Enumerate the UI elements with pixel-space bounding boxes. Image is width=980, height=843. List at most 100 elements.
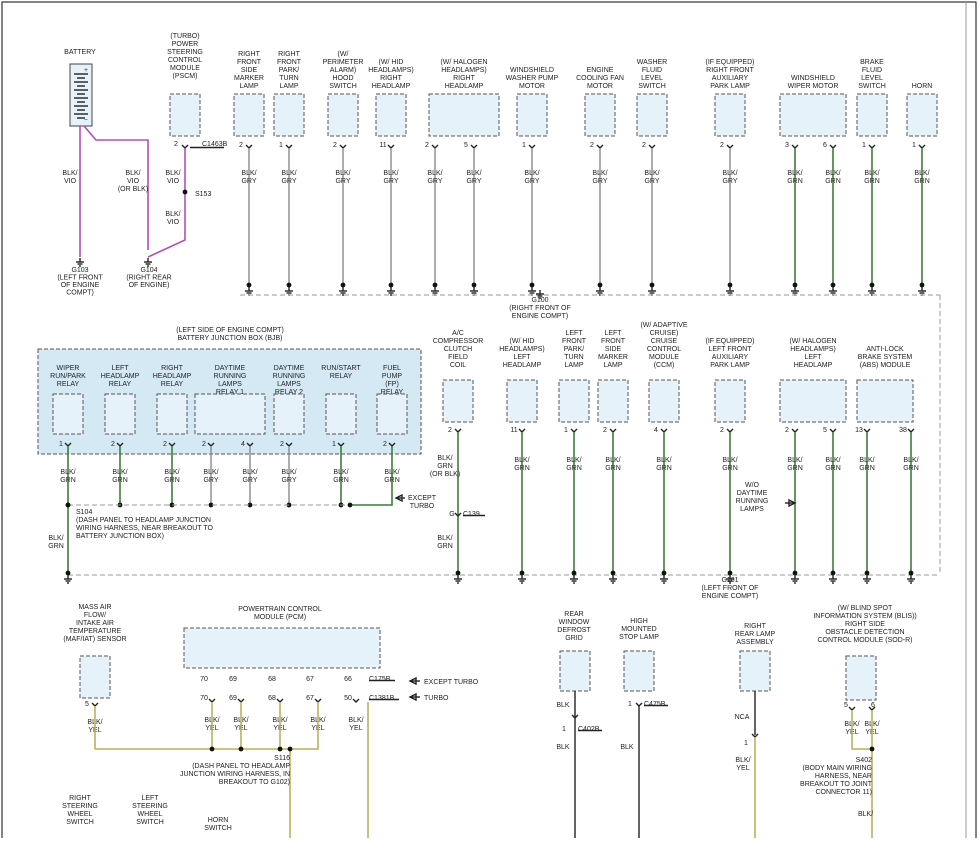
wire-color-label: BLK/ <box>644 170 659 177</box>
pin-number: 2 <box>383 441 387 448</box>
rear-defrost-box <box>559 650 591 692</box>
except-turbo-label: EXCEPT TURBO <box>424 679 479 686</box>
component-label: MARKER <box>598 354 628 361</box>
wire-color-label: BLK/ <box>348 717 363 724</box>
rear-defrost-label: WINDOW <box>559 619 590 626</box>
component-label: HEADLAMP <box>445 83 484 90</box>
component-label: CRUISE <box>651 338 678 345</box>
component-label: WASHER PUMP <box>506 75 559 82</box>
component-label: MARKER <box>234 75 264 82</box>
wire-color-label: BLK/ <box>112 469 127 476</box>
component-label: RIGHT <box>238 51 261 58</box>
pin-number: 4 <box>241 441 245 448</box>
wire-color-label: BLK/ <box>605 457 620 464</box>
wo-drl-label: W/O <box>745 482 760 489</box>
wire-color-label: BLK/ <box>281 469 296 476</box>
sodr-box <box>845 655 877 701</box>
pcm-ground-wire <box>94 706 290 750</box>
component-label: WASHER <box>637 59 667 66</box>
component-label: ENGINE <box>587 67 614 74</box>
component-label: FRONT <box>277 59 302 66</box>
battery-ground-wire <box>83 125 149 250</box>
relay-label: RELAY <box>109 381 132 388</box>
rear-lamp-label: REAR LAMP <box>735 631 776 638</box>
pin-number: 1 <box>744 740 748 747</box>
wire-color-label: BLK/ <box>592 170 607 177</box>
wire-color-label: BLK/ <box>164 469 179 476</box>
wo-drl-label: RUNNING <box>736 498 769 505</box>
relay-box <box>156 393 188 435</box>
component-label: MOTOR <box>587 83 613 90</box>
component-label: LEFT <box>565 330 583 337</box>
hmsl-box <box>623 650 655 692</box>
component-label: FLUID <box>862 67 882 74</box>
wire-color-label: GRY <box>383 178 398 185</box>
component-label: PARK/ <box>564 346 585 353</box>
switch-label: STEERING <box>132 803 168 810</box>
component-box <box>714 379 746 423</box>
connector-symbol <box>339 144 347 149</box>
pcm-ground-wire <box>290 702 319 750</box>
ground-splice <box>340 282 346 288</box>
pscm-label: (TURBO) <box>170 33 199 40</box>
splice-s402 <box>869 746 875 752</box>
pin-number: 2 <box>163 441 167 448</box>
component-label: SIDE <box>605 346 622 353</box>
sodr-label: RIGHT SIDE <box>845 621 885 628</box>
pin-number: 2 <box>448 427 452 434</box>
wire-color-label: BLK/ <box>60 469 75 476</box>
relay-box <box>325 393 357 435</box>
wire-color-label: GRN <box>514 465 530 472</box>
arrow-head <box>788 498 797 508</box>
switch-label: WHEEL <box>138 811 163 818</box>
connector-c1381b: C1381B <box>369 695 395 702</box>
wire-color-label: GRN <box>825 178 841 185</box>
wire-color-label: GRN <box>333 477 349 484</box>
ground-splice <box>247 502 253 508</box>
connector-symbol <box>352 698 360 703</box>
component-label: (CCM) <box>654 362 675 369</box>
s402-label: (BODY MAIN WIRING <box>803 765 872 772</box>
pin-number: 1 <box>862 142 866 149</box>
relay-box <box>194 393 266 435</box>
connector-symbol <box>863 428 871 433</box>
component-label: WINDSHIELD <box>791 75 835 82</box>
component-box <box>906 93 938 137</box>
pin-number: 4 <box>654 427 658 434</box>
pscm-label: (PSCM) <box>173 73 198 80</box>
wire-color-label: BLK/ <box>437 535 452 542</box>
ground-splice <box>471 282 477 288</box>
g100-label: G100 <box>531 297 548 304</box>
bjb-label: (LEFT SIDE OF ENGINE COMPT) <box>176 327 284 334</box>
ground-splice <box>830 282 836 288</box>
wo-drl-label: LAMPS <box>740 506 764 513</box>
wire-color-label: BLK/ <box>333 469 348 476</box>
ground-splice <box>455 570 461 576</box>
except-turbo-label: TURBO <box>410 503 435 510</box>
wire-color-label: BLK/ <box>48 535 63 542</box>
component-label: SWITCH <box>329 83 357 90</box>
component-box <box>779 93 847 137</box>
wire-color-label: VIO <box>127 178 140 185</box>
component-label: TURN <box>564 354 583 361</box>
wire-color-label: BLK/ <box>524 170 539 177</box>
connector-symbol <box>907 428 915 433</box>
wire-color-label: BLK/ <box>722 457 737 464</box>
component-box <box>506 379 538 423</box>
component-label: HEADLAMP <box>794 362 833 369</box>
rear-lamp-label: ASSEMBLY <box>736 639 774 646</box>
component-label: (IF EQUIPPED) <box>705 59 754 66</box>
connector-symbol <box>387 144 395 149</box>
switch-label: RIGHT <box>69 795 92 802</box>
ground-splice <box>869 282 875 288</box>
pscm-label: MODULE <box>170 65 200 72</box>
component-label: LAMP <box>239 83 258 90</box>
wire-color-label: BLK/ <box>858 811 873 818</box>
wire-color-label: GRY <box>466 178 481 185</box>
g103-label: (LEFT FRONT <box>57 275 103 282</box>
wire-color-label: YEL <box>736 765 749 772</box>
wire-color-label: GRY <box>427 178 442 185</box>
g103-label: G103 <box>71 267 88 274</box>
wire-color-label: GRY <box>722 178 737 185</box>
